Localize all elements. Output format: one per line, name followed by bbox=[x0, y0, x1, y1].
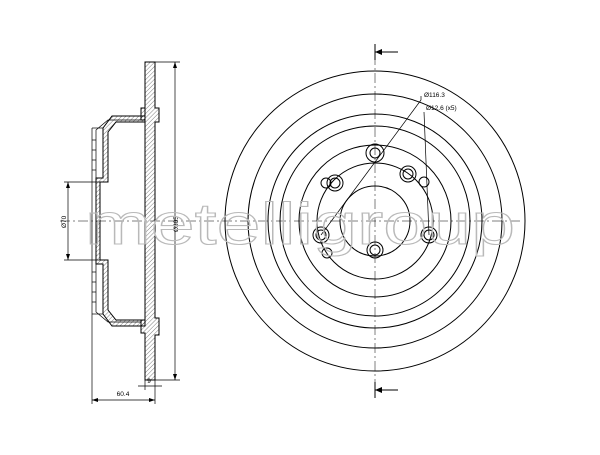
stud-hole bbox=[321, 247, 333, 259]
stud-hole bbox=[418, 176, 430, 188]
bolt-hole bbox=[366, 241, 384, 259]
bolt-hole bbox=[326, 174, 344, 192]
hat-section bbox=[95, 108, 146, 327]
stud-hole bbox=[320, 177, 332, 189]
bore-dimension-label: Ø70 bbox=[61, 215, 68, 228]
pcd-label: Ø116.3 bbox=[424, 92, 445, 99]
bolt-hole bbox=[312, 226, 330, 244]
bolt-hole-label: Ø12.6 (x5) bbox=[426, 105, 457, 112]
bolt-holes bbox=[312, 143, 438, 259]
watermark-logo: metelligroup bbox=[85, 192, 515, 257]
section-marker-top bbox=[374, 44, 398, 60]
front-view: Ø116.3 Ø12.6 (x5) bbox=[224, 44, 526, 398]
outer-diameter-label: Ø305 bbox=[173, 216, 180, 232]
side-section-view: Ø70 Ø305 9 60.4 bbox=[60, 61, 520, 404]
section-marker-bottom bbox=[374, 382, 398, 398]
thickness-label: 9 bbox=[147, 378, 151, 385]
bolt-hole bbox=[399, 165, 417, 183]
height-label: 60.4 bbox=[117, 391, 130, 398]
